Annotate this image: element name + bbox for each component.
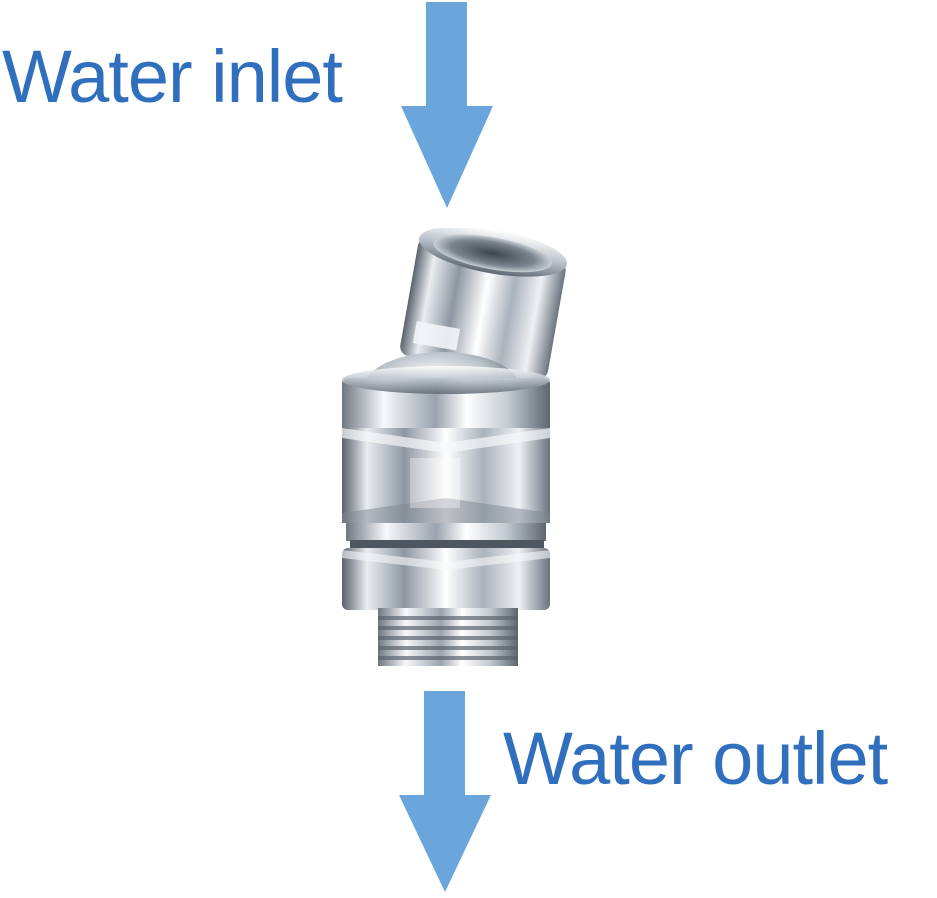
water-inlet-label: Water inlet [2, 35, 343, 118]
top-female-nut [400, 228, 567, 380]
inlet-arrow-shape [401, 2, 493, 208]
outlet-down-arrow-icon [399, 691, 491, 892]
top-nut-bore [433, 234, 552, 273]
outlet-arrow-shape [399, 691, 491, 892]
male-thread [378, 608, 518, 666]
hex-body [342, 428, 550, 523]
mid-ring [346, 523, 546, 550]
lower-hex-nut [342, 548, 550, 610]
water-outlet-label: Water outlet [503, 717, 888, 800]
upper-collar [342, 366, 550, 433]
inlet-down-arrow-icon [401, 2, 493, 208]
swivel-ball-joint-fitting-image [342, 228, 567, 666]
